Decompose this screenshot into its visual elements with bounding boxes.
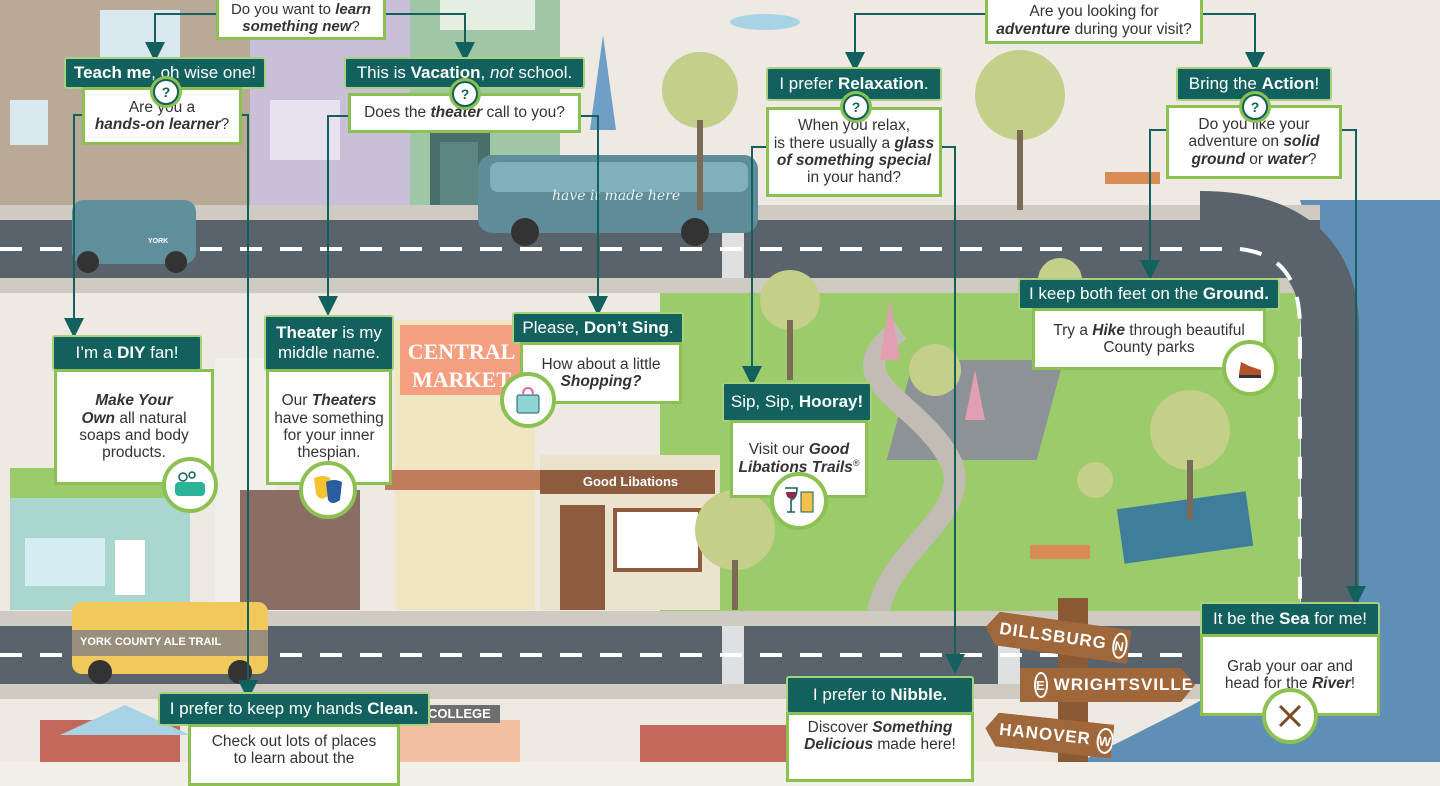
compass-east-icon: E [1034,672,1048,698]
wine-beer-icon [770,472,828,530]
college-sign: COLLEGE [428,706,491,721]
node-header: Theater is my middle name. [264,315,394,371]
node-diy: I’m a DIY fan! Make Your Own all natural… [52,335,218,513]
node-header: It be the Sea for me! [1200,602,1380,636]
node-header: I prefer to Nibble. [786,676,974,714]
bus-text: have it made here [552,188,681,204]
node-header: Teach me, oh wise one! [64,57,266,89]
shopping-bag-icon [500,372,556,428]
node-teach-me: Teach me, oh wise one! Are you a hands-o… [64,57,266,147]
soap-icon [162,457,218,513]
van-text: YORK [148,238,169,245]
node-header: Please, Don’t Sing. [512,312,684,344]
node-clean: I prefer to keep my hands Clean. Check o… [158,692,430,786]
node-theater: Theater is my middle name. Our Theaters … [264,315,394,519]
node-header: Sip, Sip, Hooray! [722,382,872,422]
theater-masks-icon [299,461,357,519]
question-mark-icon: ? [153,79,179,105]
node-header: I prefer to keep my hands Clean. [158,692,430,726]
hiking-shoe-icon [1222,340,1278,396]
node-sea: It be the Sea for me! Grab your oar and … [1200,602,1380,744]
question-mark-icon: ? [1242,94,1268,120]
question-learn: Do you want to learn something new? [216,0,386,40]
school-bus-text: YORK COUNTY ALE TRAIL [80,636,222,648]
node-header: I’m a DIY fan! [52,335,202,371]
node-header: I keep both feet on the Ground. [1018,278,1280,310]
node-header: I prefer Relaxation. [766,67,942,101]
node-hooray: Sip, Sip, Hooray! Visit our Good Libatio… [722,382,872,532]
oars-icon [1262,688,1318,744]
node-vacation: This is Vacation, not school. Does the t… [344,57,585,133]
flow-connectors [64,13,1366,700]
question-adventure: Are you looking for adventure during you… [985,0,1203,44]
node-action: Bring the Action! Do you like your adven… [1166,67,1342,179]
question-mark-icon: ? [452,81,478,107]
good-libations-sign: Good Libations [582,474,679,489]
question-mark-icon: ? [843,94,869,120]
node-ground: I keep both feet on the Ground. Try a Hi… [1018,278,1280,396]
van [72,200,196,264]
node-dont-sing: Please, Don’t Sing. How about a little S… [500,312,684,428]
node-relaxation: I prefer Relaxation. When you relax, is … [766,67,942,199]
node-nibble: I prefer to Nibble. Discover Something D… [786,676,974,782]
